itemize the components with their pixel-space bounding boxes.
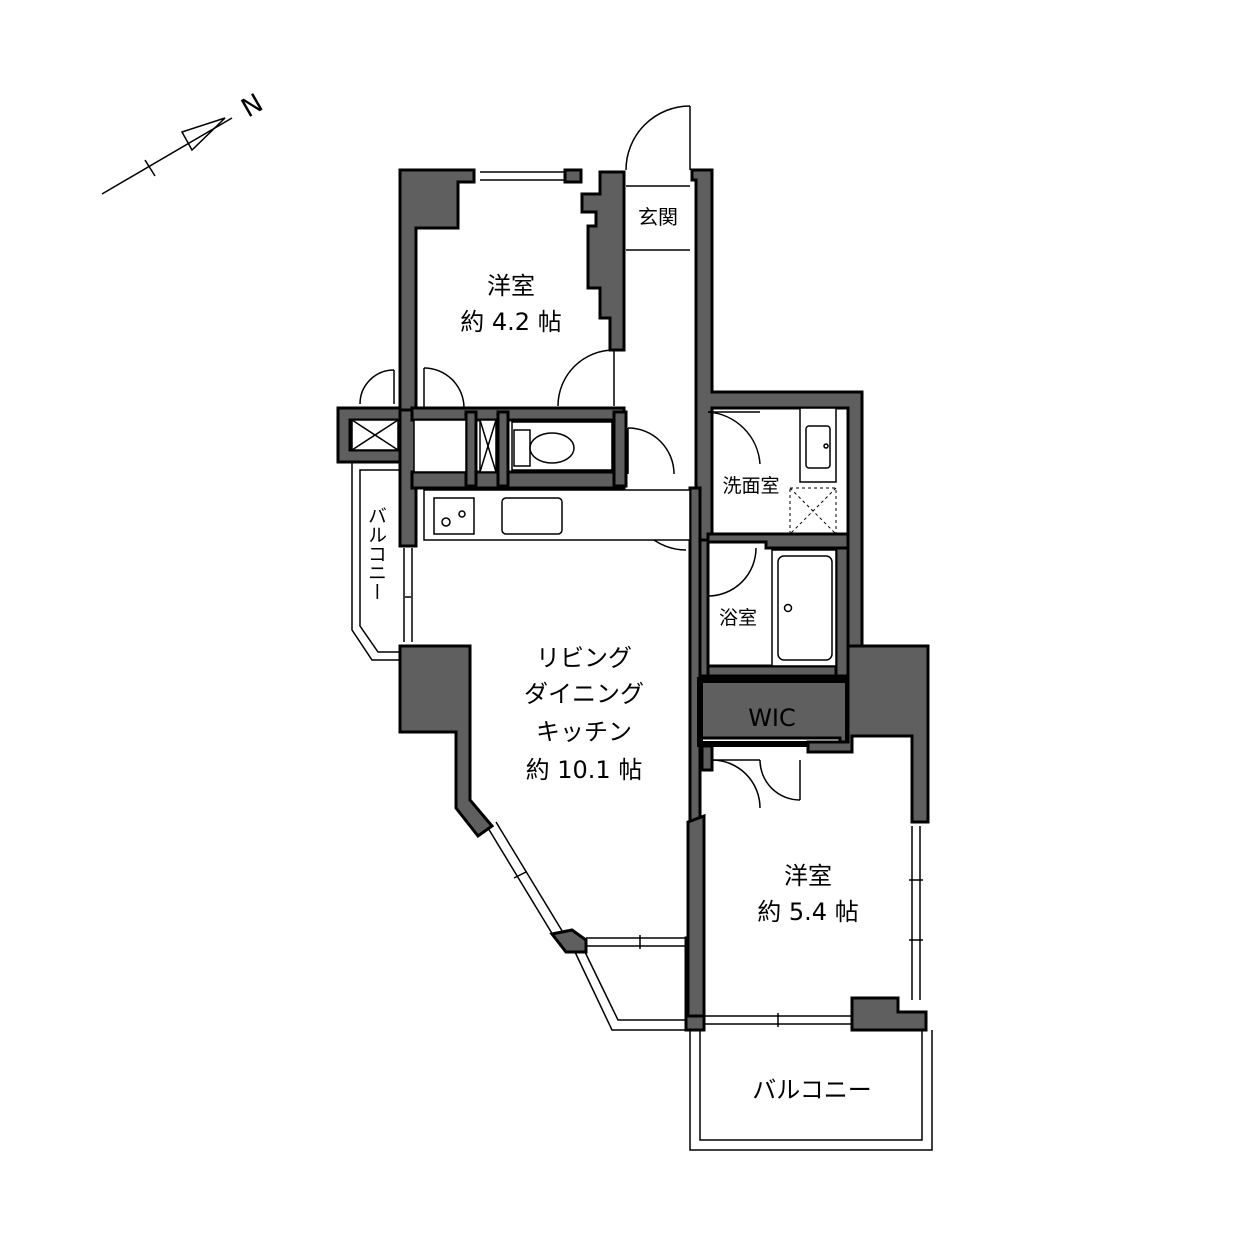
outline-lines	[351, 171, 933, 1151]
toilet-icon	[529, 432, 575, 464]
wic-name: WIC	[748, 704, 796, 732]
balcony-west-name: バルコニー	[365, 506, 387, 601]
western-room-south-area: 約 5.4 帖	[757, 898, 858, 926]
ldk-line3: キッチン	[536, 718, 632, 746]
fixtures	[351, 407, 837, 667]
bathtub-icon	[777, 555, 833, 661]
ldk-line2: ダイニング	[524, 680, 644, 708]
walls	[336, 168, 930, 1032]
washbasin-icon	[805, 425, 831, 469]
stove-icon	[433, 497, 475, 535]
compass-label: N	[237, 88, 269, 124]
bathroom-name: 浴室	[719, 607, 757, 629]
ldk-area: 約 10.1 帖	[526, 756, 643, 784]
entrance-name: 玄関	[638, 205, 678, 229]
washroom-name: 洗面室	[722, 475, 779, 497]
balcony-south-name: バルコニー	[752, 1076, 872, 1104]
western-room-north-name: 洋室	[487, 272, 535, 300]
western-room-south-name: 洋室	[784, 862, 832, 890]
labels: 洋室 約 4.2 帖 玄関 洗面室 浴室 リビング ダイニング キッチン 約 1…	[365, 205, 872, 1104]
western-room-north-area: 約 4.2 帖	[460, 308, 561, 336]
north-arrow-icon	[180, 117, 226, 152]
washing-machine-space	[789, 487, 837, 535]
compass: N	[101, 88, 269, 195]
sink-icon	[501, 497, 563, 535]
ldk-line1: リビング	[536, 644, 632, 672]
